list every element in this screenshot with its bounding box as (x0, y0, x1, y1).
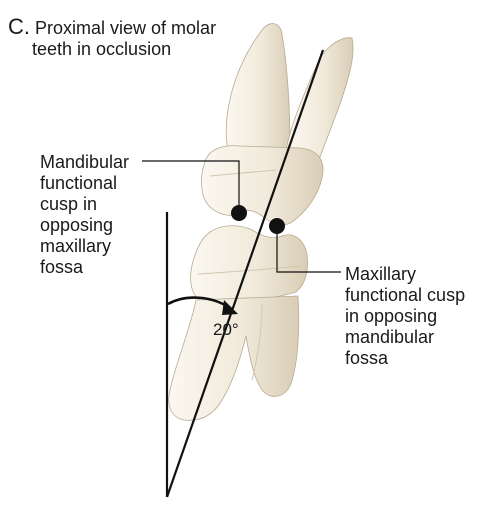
mandibular-label-line: cusp in (40, 194, 129, 215)
maxillary-cusp-label: Maxillary functional cusp in opposing ma… (345, 264, 465, 369)
mandibular-label-line: fossa (40, 257, 129, 278)
maxillary-cusp-dot (269, 218, 285, 234)
angle-label: 20° (213, 319, 239, 340)
mandibular-cusp-label: Mandibular functional cusp in opposing m… (40, 152, 129, 278)
mandibular-cusp-dot (231, 205, 247, 221)
mandibular-label-line: opposing (40, 215, 129, 236)
maxillary-label-line: functional cusp (345, 285, 465, 306)
panel-letter: C. (8, 14, 30, 39)
mandibular-label-line: Mandibular (40, 152, 129, 173)
figure-caption: C. Proximal view of molar teeth in occlu… (8, 16, 216, 60)
maxillary-label-line: in opposing (345, 306, 465, 327)
mandibular-label-line: functional (40, 173, 129, 194)
maxillary-label-line: Maxillary (345, 264, 465, 285)
caption-line-1: Proximal view of molar (35, 18, 216, 38)
caption-line-2: teeth in occlusion (8, 39, 216, 60)
maxillary-molar (201, 24, 353, 225)
maxillary-label-line: fossa (345, 348, 465, 369)
mandibular-label-line: maxillary (40, 236, 129, 257)
maxillary-label-line: mandibular (345, 327, 465, 348)
